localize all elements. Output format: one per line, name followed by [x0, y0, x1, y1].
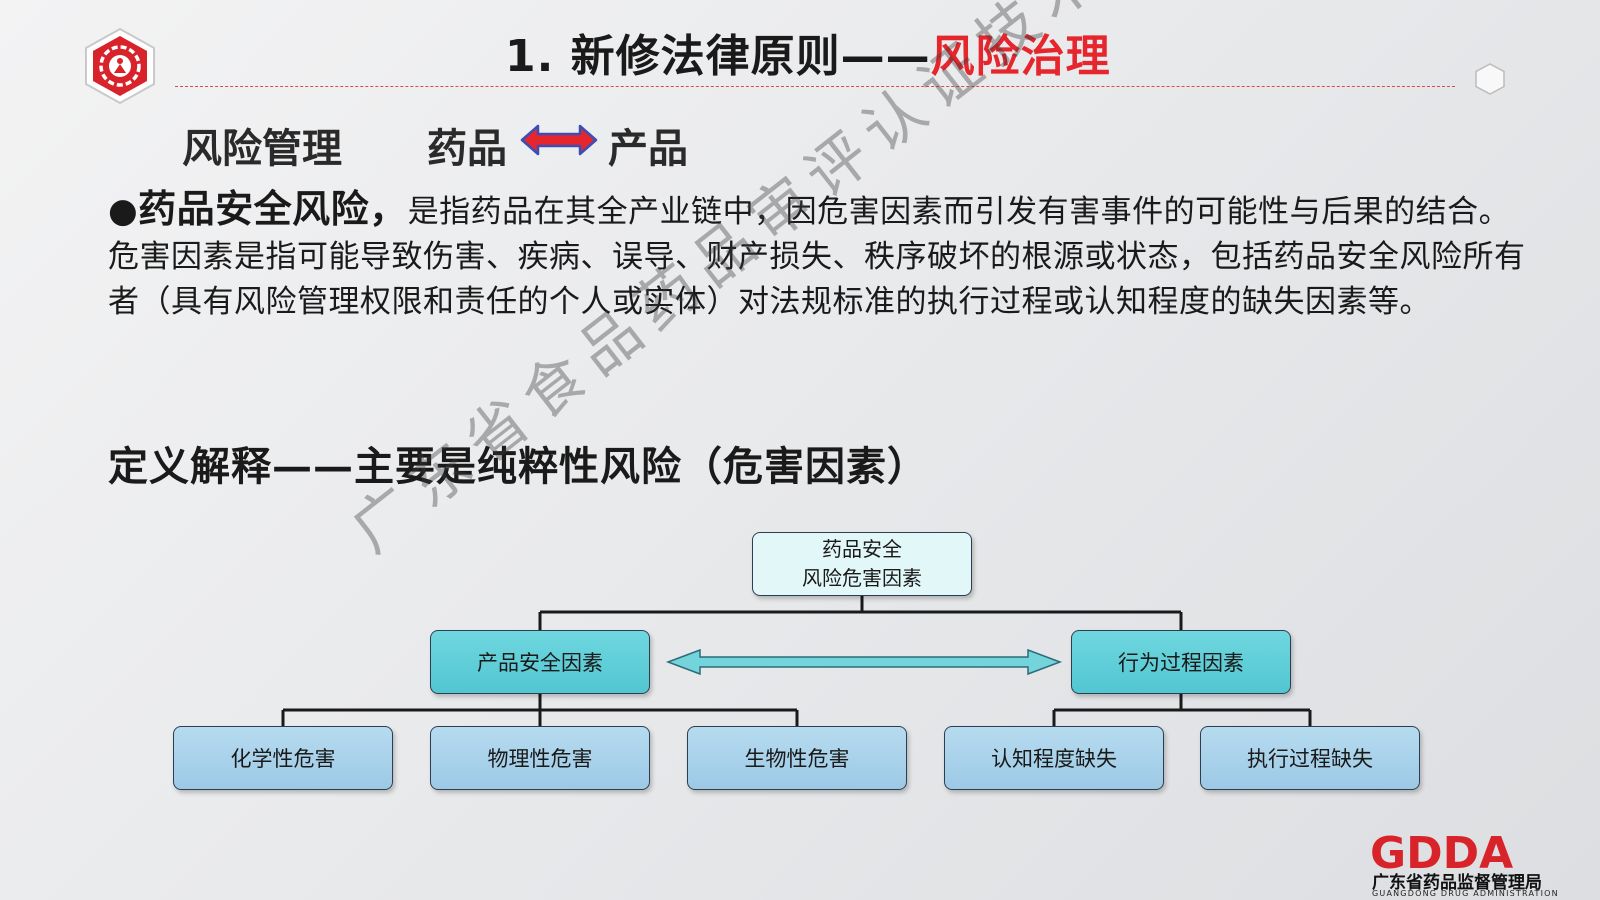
paragraph-body: 是指药品在其全产业链中，因危害因素而引发有害事件的可能性与后果的结合。危害因素是… — [108, 194, 1526, 320]
footer-org-cn: 广东省药品监督管理局 — [1372, 873, 1542, 893]
leaf-execution-deficit: 执行过程缺失 — [1200, 726, 1420, 790]
title-highlight: 风险治理 — [930, 31, 1111, 82]
definition-heading: 定义解释——主要是纯粹性风险（危害因素） — [108, 443, 928, 490]
hexagon-icon — [1475, 63, 1505, 95]
association-logo-icon — [85, 27, 155, 105]
page-title: 1. 新修法律原则——风险治理 — [505, 31, 1111, 82]
bullet-icon: ● — [108, 191, 139, 231]
behavior-process-node: 行为过程因素 — [1071, 630, 1291, 694]
paragraph-lead: 药品安全风险， — [138, 186, 408, 231]
footer-org-en: GUANGDONG DRUG ADMINISTRATION — [1372, 889, 1559, 898]
leaf-biological-hazard: 生物性危害 — [687, 726, 907, 790]
leaf-cognition-deficit: 认知程度缺失 — [944, 726, 1164, 790]
product-label: 产品 — [608, 126, 688, 172]
bidirectional-arrow-icon — [665, 648, 1063, 676]
leaf-chemical-hazard: 化学性危害 — [173, 726, 393, 790]
product-safety-node: 产品安全因素 — [430, 630, 650, 694]
double-arrow-icon — [520, 124, 598, 156]
root-node: 药品安全风险危害因素 — [752, 532, 972, 596]
title-divider — [175, 86, 1455, 87]
drug-label: 药品 — [427, 126, 507, 172]
gdda-logo-icon: GDDA — [1370, 828, 1513, 879]
svg-text:GDDA: GDDA — [1370, 828, 1513, 879]
leaf-physical-hazard: 物理性危害 — [430, 726, 650, 790]
risk-management-label: 风险管理 — [182, 126, 342, 172]
risk-definition-paragraph: ●药品安全风险，是指药品在其全产业链中，因危害因素而引发有害事件的可能性与后果的… — [108, 186, 1528, 325]
